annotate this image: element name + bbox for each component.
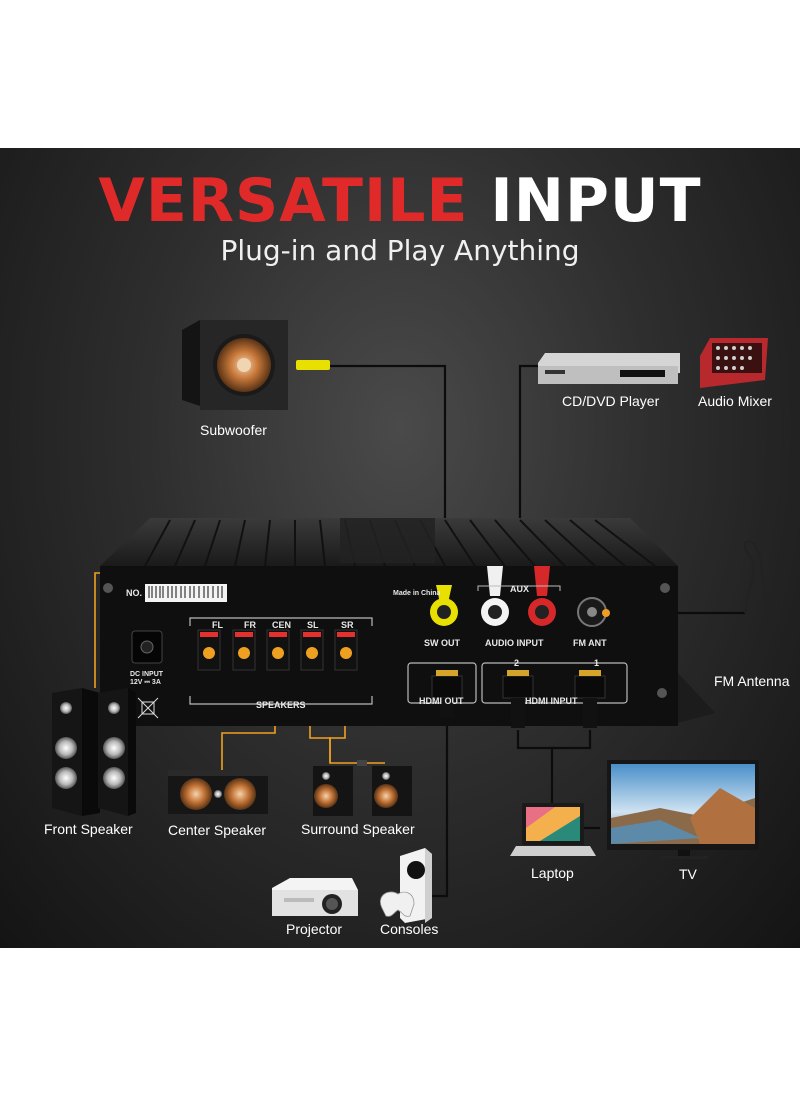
- channel-label-cen: CEN: [272, 620, 292, 630]
- dc-input-rating: 12V ⎓ 3A: [130, 679, 161, 686]
- label-audio-mixer: Audio Mixer: [698, 393, 772, 409]
- subwoofer-illustration: [182, 320, 330, 410]
- connection-illustration: [52, 320, 768, 923]
- infographic-panel: VERSATILE INPUT Plug-in and Play Anythin…: [0, 148, 800, 948]
- hdmi-out-label: HDMI OUT: [419, 696, 464, 706]
- made-in-label: Made in China: [393, 590, 441, 597]
- label-cd-dvd-player: CD/DVD Player: [562, 393, 660, 409]
- tv-illustration: [607, 760, 759, 859]
- speaker-terminals: [197, 629, 358, 671]
- amplifier-body: [100, 518, 715, 728]
- audio-mixer-illustration: [700, 338, 768, 388]
- audio-input-label: AUDIO INPUT: [485, 638, 544, 648]
- fm-ant-label: FM ANT: [573, 638, 607, 648]
- serial-no-label: NO.: [126, 588, 143, 598]
- laptop-illustration: [510, 803, 596, 856]
- aux-label: AUX: [510, 584, 530, 594]
- label-center-speaker: Center Speaker: [168, 822, 267, 838]
- dc-input-label: DC INPUT: [130, 671, 164, 678]
- speakers-label: SPEAKERS: [256, 700, 306, 710]
- front-speaker-illustration: [52, 688, 136, 816]
- label-subwoofer: Subwoofer: [200, 422, 267, 438]
- label-laptop: Laptop: [531, 865, 574, 881]
- label-surround-speaker: Surround Speaker: [301, 821, 415, 837]
- console-illustration: [380, 848, 432, 923]
- label-projector: Projector: [286, 921, 343, 937]
- headline: VERSATILE INPUT: [0, 166, 800, 236]
- channel-label-fr: FR: [244, 620, 256, 630]
- label-fm-antenna: FM Antenna: [714, 673, 790, 689]
- headline-word-versatile: VERSATILE: [98, 166, 469, 236]
- hdmi-port-1-label: 1: [594, 658, 600, 668]
- channel-label-fl: FL: [212, 620, 223, 630]
- dvd-player-illustration: [538, 353, 680, 384]
- channel-label-sl: SL: [307, 620, 319, 630]
- channel-label-sr: SR: [341, 620, 354, 630]
- center-speaker-illustration: [168, 770, 268, 814]
- projector-illustration: [272, 878, 358, 916]
- hdmi-port-2-label: 2: [514, 658, 520, 668]
- headline-word-input: INPUT: [490, 166, 702, 236]
- hdmi-input-label: HDMI INPUT: [525, 696, 578, 706]
- subtitle: Plug-in and Play Anything: [220, 234, 580, 267]
- label-tv: TV: [679, 866, 697, 882]
- surround-speaker-illustration: [313, 760, 412, 816]
- label-consoles: Consoles: [380, 921, 439, 937]
- sw-out-label: SW OUT: [424, 638, 460, 648]
- label-front-speaker: Front Speaker: [44, 821, 133, 837]
